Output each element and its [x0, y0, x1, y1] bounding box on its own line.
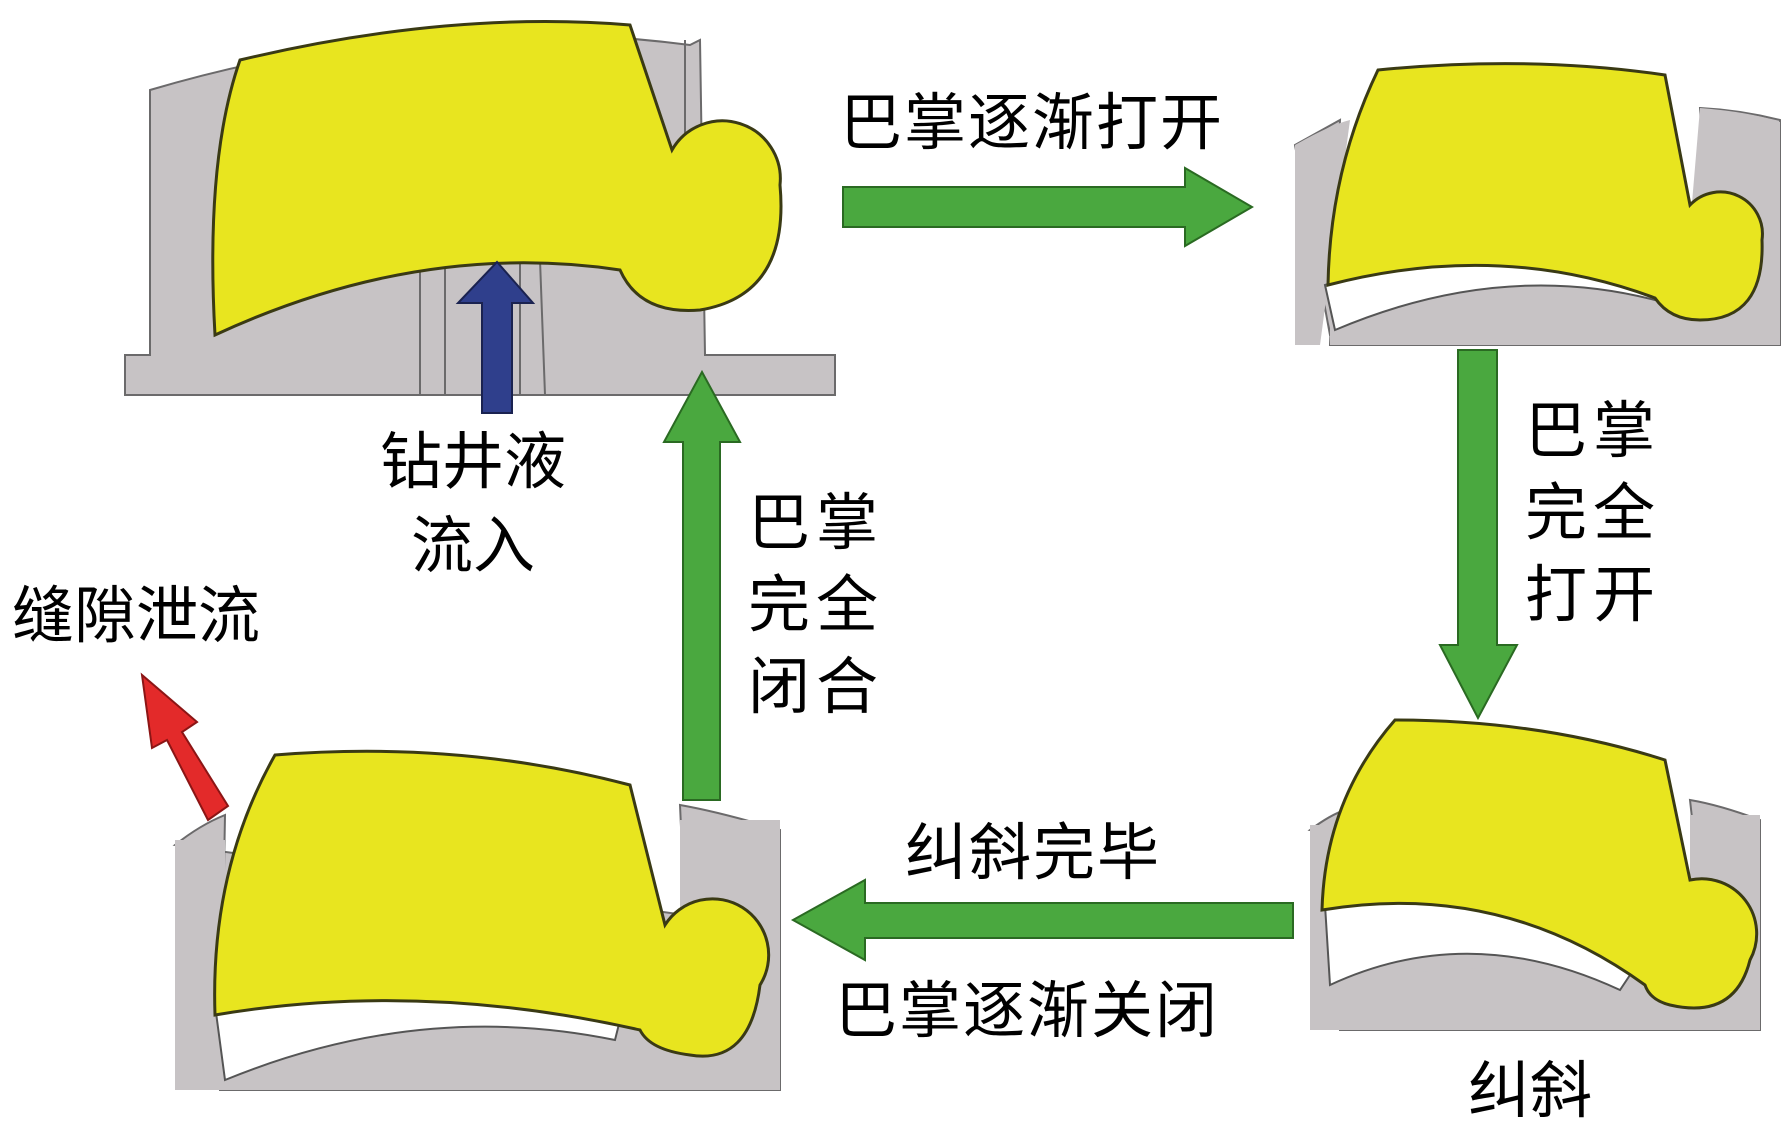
pad-closed-illustration	[124, 20, 836, 396]
pad-closing-illustration	[172, 749, 781, 1091]
pad-opening-illustration	[1293, 62, 1781, 346]
diagonal-arrow-icon	[140, 672, 230, 822]
arrow-open-gradually	[842, 166, 1254, 248]
arrow-close-gradually	[790, 878, 1294, 962]
deviation-label: 纠斜	[1468, 1054, 1593, 1127]
pad-shape	[1326, 62, 1764, 322]
fully-open-label: 巴掌 完全 打开	[1525, 394, 1662, 631]
pad-shape	[213, 749, 771, 1058]
up-arrow-icon	[455, 260, 536, 414]
arrow-fully-open	[1438, 349, 1519, 721]
drilling-fluid-inflow-label: 钻井液 流入	[380, 425, 567, 582]
pad-shape	[1320, 718, 1759, 1010]
pad-open-illustration	[1307, 718, 1761, 1031]
deviation-done-label: 纠斜完毕	[905, 816, 1162, 889]
fully-closed-label: 巴掌 完全 闭合	[748, 486, 885, 723]
gap-leakage-label: 缝隙泄流	[12, 579, 261, 652]
close-gradually-label: 巴掌逐渐关闭	[835, 974, 1220, 1047]
arrow-fully-closed	[662, 369, 742, 801]
pad-shape	[211, 20, 783, 338]
open-gradually-label: 巴掌逐渐打开	[840, 86, 1225, 159]
